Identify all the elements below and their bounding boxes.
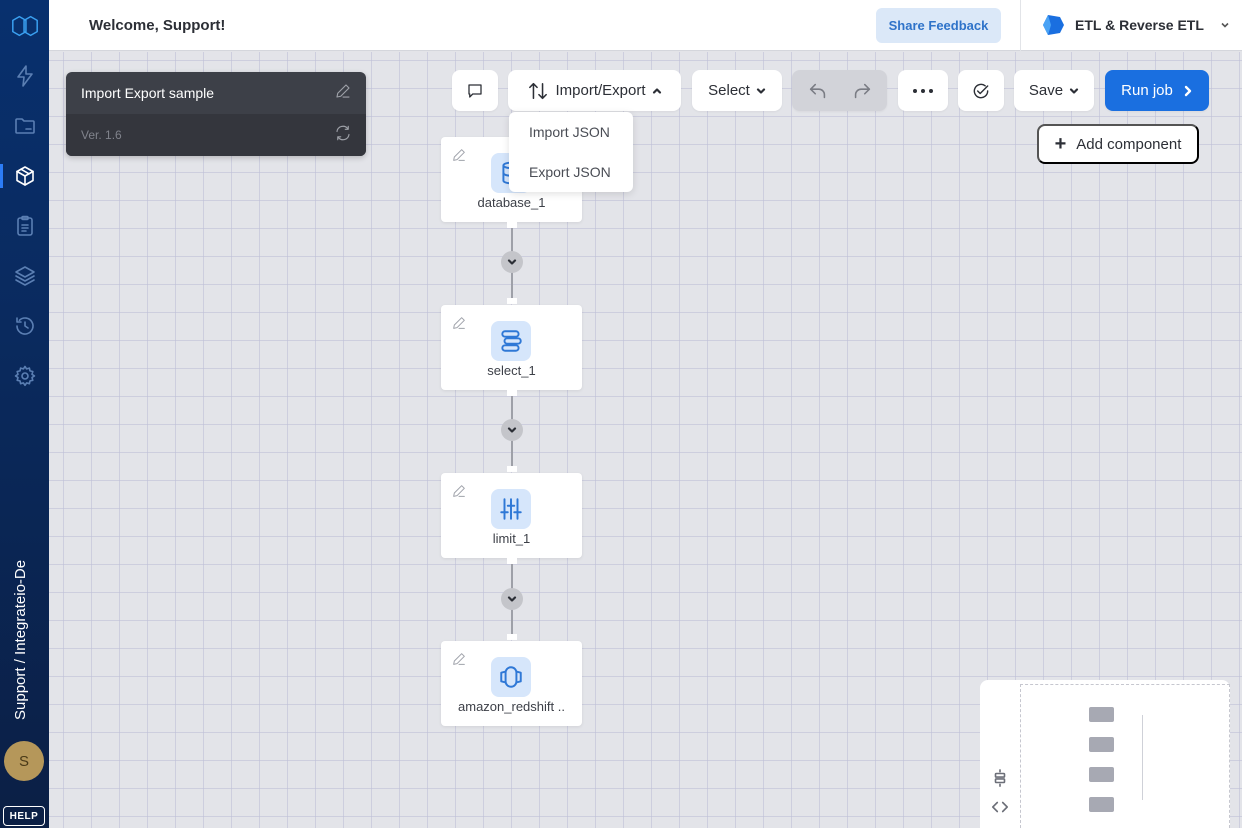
refresh-icon[interactable]: [334, 124, 352, 147]
share-feedback-button[interactable]: Share Feedback: [876, 8, 1001, 43]
add-component-label: Add component: [1076, 135, 1182, 153]
welcome-text: Welcome, Support!: [89, 17, 226, 34]
package-icon[interactable]: [0, 158, 49, 194]
edit-node-icon[interactable]: [451, 147, 469, 165]
edge-expand-button[interactable]: [501, 419, 523, 441]
layers-icon[interactable]: [0, 258, 49, 294]
lightning-icon[interactable]: [0, 58, 49, 94]
pipeline-node-select[interactable]: select_1: [441, 305, 582, 390]
node-label: select_1: [487, 363, 536, 378]
chevron-down-icon: [756, 87, 765, 94]
folder-icon[interactable]: [0, 108, 49, 144]
chevron-down-icon: [507, 259, 517, 265]
pipeline-title: Import Export sample: [81, 85, 215, 101]
edge-expand-button[interactable]: [501, 251, 523, 273]
output-port[interactable]: [507, 558, 517, 564]
clipboard-icon[interactable]: [0, 208, 49, 244]
run-job-button[interactable]: Run job: [1105, 70, 1209, 111]
header-divider: [1020, 0, 1021, 51]
minimap-node: [1089, 797, 1114, 812]
chevron-down-icon: [507, 427, 517, 433]
code-view-button[interactable]: [990, 797, 1010, 817]
redo-icon[interactable]: [851, 80, 873, 102]
comment-button[interactable]: [452, 70, 498, 111]
minimap-node: [1089, 707, 1114, 722]
node-label: amazon_redshift ..: [458, 699, 565, 714]
minimap[interactable]: [980, 680, 1230, 828]
code-icon: [991, 801, 1009, 813]
undo-redo-group: [792, 70, 887, 111]
check-circle-icon: [973, 83, 989, 98]
sliders-icon: [491, 489, 531, 529]
top-header: Welcome, Support! Share Feedback ETL & R…: [49, 0, 1242, 51]
edit-node-icon[interactable]: [451, 483, 469, 501]
output-port[interactable]: [507, 390, 517, 396]
history-icon[interactable]: [0, 308, 49, 344]
fit-vertical-icon: [994, 769, 1006, 787]
input-port[interactable]: [507, 298, 517, 304]
logo-icon[interactable]: [0, 8, 49, 44]
undo-icon[interactable]: [807, 80, 829, 102]
chevron-down-icon: [1069, 87, 1079, 94]
chevron-up-icon: [652, 87, 661, 94]
pipeline-version: Ver. 1.6: [81, 128, 122, 142]
chevron-down-icon: [507, 596, 517, 602]
edge-expand-button[interactable]: [501, 588, 523, 610]
save-button[interactable]: Save: [1014, 70, 1094, 111]
pipeline-node-redshift[interactable]: amazon_redshift ..: [441, 641, 582, 726]
select-button[interactable]: Select: [692, 70, 782, 111]
minimap-node: [1089, 767, 1114, 782]
node-label: limit_1: [492, 531, 531, 546]
import-export-label: Import/Export: [555, 82, 646, 99]
swap-vertical-icon: [529, 82, 548, 99]
sidebar: Support / Integrateio-De S HELP: [0, 0, 49, 828]
avatar[interactable]: S: [4, 741, 44, 781]
more-options-button[interactable]: [898, 70, 948, 111]
organization-label[interactable]: Support / Integrateio-De: [12, 559, 29, 720]
import-export-button[interactable]: Import/Export: [508, 70, 681, 111]
help-button[interactable]: HELP: [3, 806, 45, 826]
plus-icon: +: [1054, 133, 1067, 155]
pipeline-info-card: Import Export sample Ver. 1.6: [66, 72, 366, 156]
select-icon: [491, 321, 531, 361]
node-label: database_1: [477, 195, 546, 210]
menu-item-export-json[interactable]: Export JSON: [529, 164, 611, 180]
gear-icon[interactable]: [0, 358, 49, 394]
minimap-node: [1089, 737, 1114, 752]
edit-node-icon[interactable]: [451, 315, 469, 333]
add-component-button[interactable]: + Add component: [1037, 124, 1199, 164]
select-label: Select: [708, 82, 750, 99]
pipeline-node-limit[interactable]: limit_1: [441, 473, 582, 558]
validate-button[interactable]: [958, 70, 1004, 111]
chevron-right-icon: [1184, 85, 1192, 96]
run-job-label: Run job: [1121, 82, 1173, 99]
import-export-menu: Import JSON Export JSON: [509, 112, 633, 192]
output-port[interactable]: [507, 222, 517, 228]
more-horizontal-icon: [913, 88, 933, 93]
minimap-viewport[interactable]: [1020, 684, 1230, 828]
edit-title-icon[interactable]: [334, 82, 352, 105]
edit-node-icon[interactable]: [451, 651, 469, 669]
menu-item-import-json[interactable]: Import JSON: [529, 124, 610, 140]
chevron-down-icon: [1221, 22, 1229, 28]
redshift-icon: [491, 657, 531, 697]
product-switcher[interactable]: ETL & Reverse ETL: [1041, 14, 1230, 36]
input-port[interactable]: [507, 634, 517, 640]
comment-icon: [468, 83, 482, 98]
fit-view-button[interactable]: [990, 768, 1010, 788]
input-port[interactable]: [507, 466, 517, 472]
save-label: Save: [1028, 82, 1064, 99]
minimap-edge: [1142, 715, 1143, 800]
product-name: ETL & Reverse ETL: [1075, 17, 1204, 33]
product-logo-icon: [1043, 15, 1064, 35]
